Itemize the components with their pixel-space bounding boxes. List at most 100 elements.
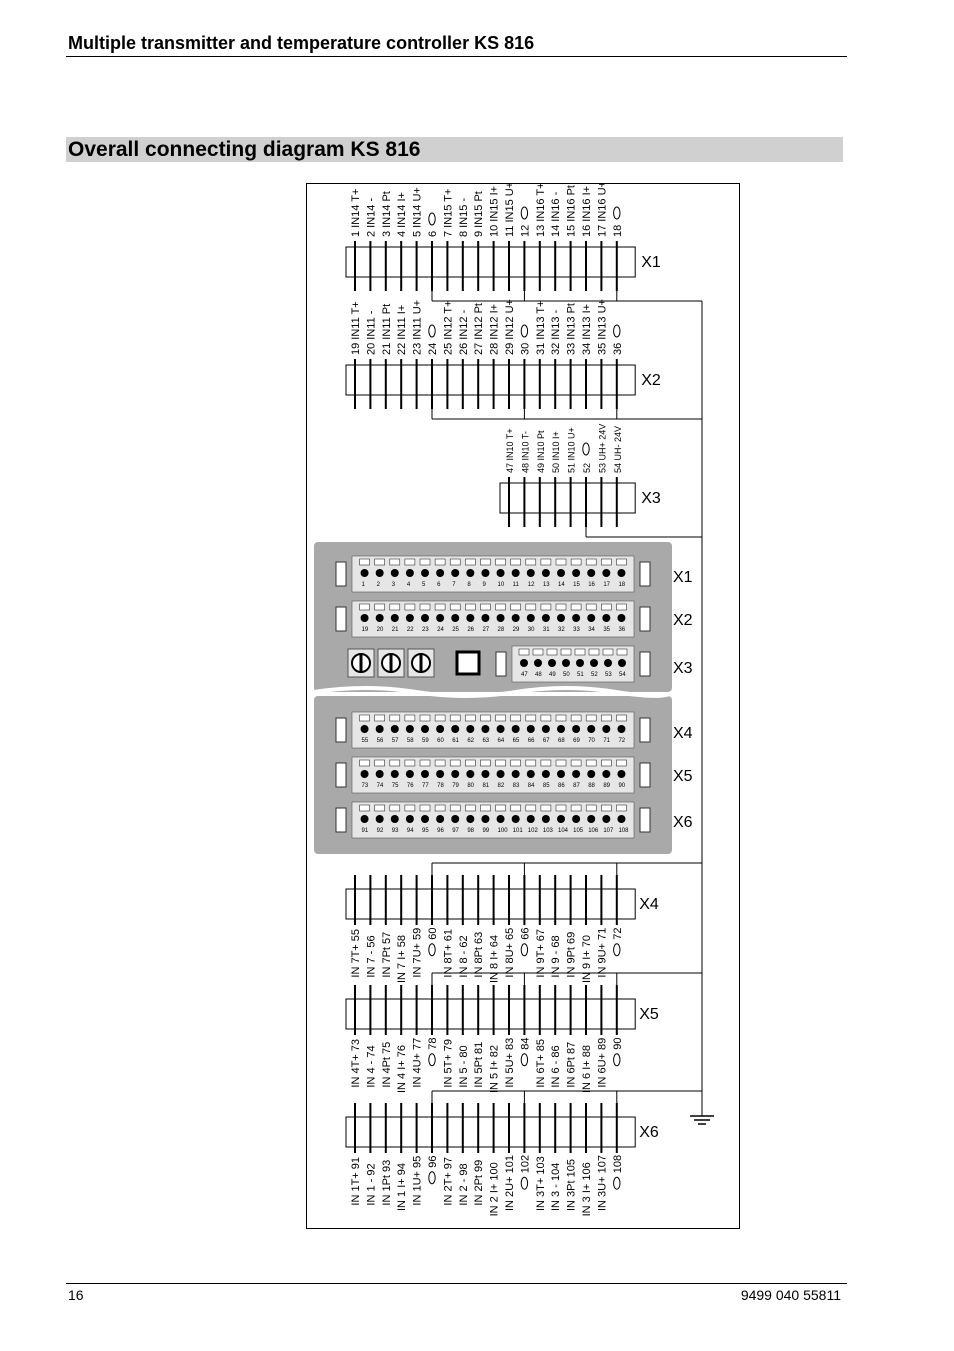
x1-pin-label: 6 xyxy=(427,231,439,237)
x6-pin-label: IN 1 I+ 94 xyxy=(396,1163,408,1211)
section-title: Overall connecting diagram KS 816 xyxy=(68,138,421,161)
terminal-screw xyxy=(618,659,626,667)
terminal-number: 85 xyxy=(543,783,550,789)
terminal-number: 79 xyxy=(452,783,459,789)
terminal-clamp xyxy=(404,759,416,767)
terminal-screw xyxy=(602,569,611,577)
terminal-number: 25 xyxy=(452,627,459,633)
x5-pin-label: IN 6T+ 85 xyxy=(535,1039,547,1088)
strip-latch-left xyxy=(335,717,347,743)
terminal-number: 103 xyxy=(543,828,554,834)
terminal-number: 67 xyxy=(543,738,550,744)
terminal-clamp xyxy=(546,648,558,656)
terminal-screw xyxy=(481,569,490,577)
terminal-screw xyxy=(602,770,611,778)
terminal-screw xyxy=(617,614,626,622)
terminal-number: 98 xyxy=(467,828,474,834)
terminal-screw xyxy=(360,614,369,622)
terminal-number: 57 xyxy=(392,738,399,744)
terminal-screw xyxy=(511,569,520,577)
terminal-number: 92 xyxy=(377,828,384,834)
terminal-clamp xyxy=(449,603,461,611)
terminal-screw xyxy=(511,725,520,733)
terminal-clamp xyxy=(495,603,506,611)
terminal-screw xyxy=(541,725,550,733)
terminal-number: 6 xyxy=(437,582,441,588)
ground-icon xyxy=(690,1111,714,1125)
terminal-number: 20 xyxy=(377,627,384,633)
terminal-screw xyxy=(587,614,596,622)
terminal-screw xyxy=(405,770,414,778)
terminal-clamp xyxy=(525,558,537,566)
terminal-number: 63 xyxy=(482,738,489,744)
terminal-number: 11 xyxy=(513,582,520,588)
terminal-clamp xyxy=(616,603,627,611)
terminal-number: 71 xyxy=(603,738,610,744)
x3-pin-label: 49 IN10 Pt xyxy=(536,430,546,473)
terminal-clamp xyxy=(570,714,582,722)
terminal-clamp xyxy=(389,804,401,812)
terminal-clamp xyxy=(434,603,446,611)
terminal-screw xyxy=(617,770,626,778)
terminal-screw xyxy=(390,569,399,577)
terminal-number: 69 xyxy=(573,738,580,744)
x4-pin-label: IN 8 I+ 64 xyxy=(489,935,501,983)
x1-pin-label: 4 IN14 I+ xyxy=(396,192,408,237)
terminal-clamp xyxy=(585,558,597,566)
terminal-clamp xyxy=(540,558,552,566)
strip-latch-left xyxy=(495,651,507,677)
terminal-screw xyxy=(496,815,505,823)
terminal-screw xyxy=(572,614,581,622)
terminal-clamp xyxy=(374,759,385,767)
terminal-screw xyxy=(496,569,505,577)
terminal-screw xyxy=(587,725,596,733)
terminal-screw xyxy=(541,815,550,823)
terminal-clamp xyxy=(359,558,370,566)
x2-pin-label: 36 xyxy=(612,343,624,355)
x4-pin-label: IN 9 - 68 xyxy=(550,935,562,977)
terminal-number: 108 xyxy=(618,828,629,834)
terminal-screw xyxy=(557,815,565,823)
terminal-screw xyxy=(496,770,505,778)
x2-pin-label: 20 IN11 - xyxy=(365,310,377,355)
x2-pin-label: 23 IN11 U+ xyxy=(412,300,424,355)
terminal-screw xyxy=(511,770,520,778)
shield-loop-icon xyxy=(428,943,436,957)
terminal-clamp xyxy=(404,603,416,611)
terminal-screw xyxy=(436,770,445,778)
terminal-screw xyxy=(511,815,520,823)
x4-pin-label: IN 7U+ 59 xyxy=(412,928,424,978)
terminal-number: 55 xyxy=(362,738,369,744)
terminal-clamp xyxy=(510,759,521,767)
terminal-clamp xyxy=(465,714,476,722)
terminal-number: 73 xyxy=(362,783,369,789)
terminal-clamp xyxy=(374,558,385,566)
section-title-bar xyxy=(66,137,843,162)
x6-pin-label: 108 xyxy=(612,1155,624,1173)
x2-pin-label: 26 IN12 - xyxy=(458,309,470,355)
terminal-number: 78 xyxy=(437,783,444,789)
terminal-screw xyxy=(481,725,490,733)
terminal-screw xyxy=(557,725,565,733)
x6-pin-label: 102 xyxy=(519,1155,531,1173)
terminal-clamp xyxy=(419,804,431,812)
terminal-number: 34 xyxy=(588,627,595,633)
x6-pin-label: IN 1T+ 91 xyxy=(350,1157,362,1206)
x2-pin-label: 30 xyxy=(519,343,531,355)
terminal-number: 53 xyxy=(605,672,612,678)
terminal-screw xyxy=(526,815,535,823)
terminal-screw xyxy=(562,659,570,667)
terminal-number: 50 xyxy=(563,672,570,678)
footer-divider xyxy=(66,1283,847,1284)
x2-pin-label: 27 IN12 Pt xyxy=(473,303,485,355)
strip-latch-right xyxy=(639,561,651,587)
terminal-clamp xyxy=(510,603,521,611)
x1-pin-label: 3 IN14 Pt xyxy=(381,191,393,237)
terminal-screw xyxy=(587,770,596,778)
panel-label-x1: X1 xyxy=(673,569,693,586)
x5-pin-label: IN 4 - 74 xyxy=(365,1045,377,1087)
